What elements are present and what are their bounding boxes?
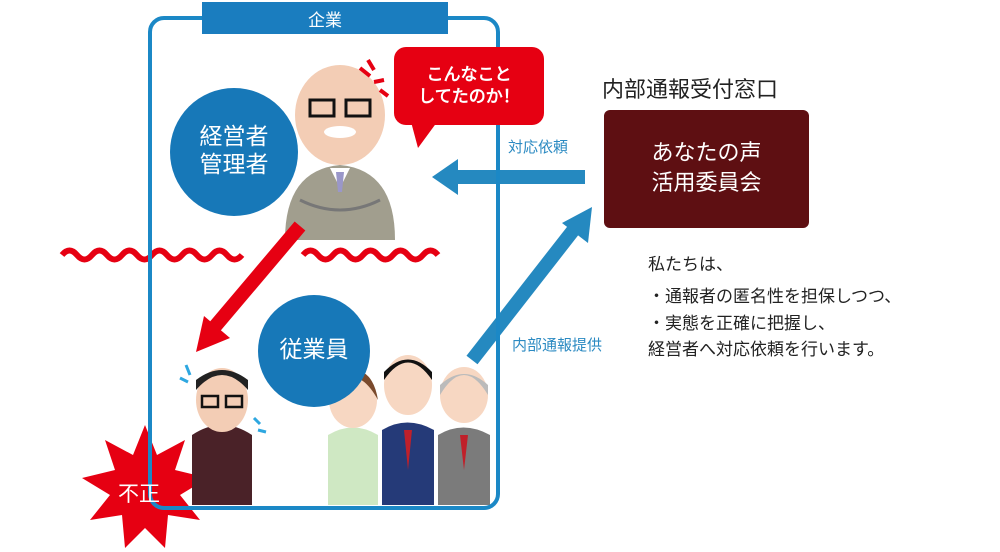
committee-box: あなたの声活用委員会 <box>604 110 809 228</box>
description-closing: 経営者へ対応依頼を行います。 <box>648 340 885 361</box>
company-label: 企業 <box>202 2 448 34</box>
speech-bubble: こんなことしてたのか！ <box>394 47 544 125</box>
employees-circle: 従業員 <box>258 295 370 407</box>
description-intro: 私たちは、 <box>648 255 733 275</box>
management-line1: 経営者 <box>199 124 269 151</box>
fraud-badge-label: 不正 <box>118 482 160 506</box>
bubble-tail <box>410 118 440 148</box>
description-bullet: ・実態を正確に把握し、 <box>648 313 835 334</box>
red-arrow-icon <box>196 221 306 352</box>
employees-illustration <box>328 355 490 505</box>
request-arrow-icon <box>432 159 585 195</box>
bubble-line2: してたのか！ <box>418 87 520 107</box>
fraud-starburst <box>82 425 208 548</box>
management-line2: 管理者 <box>199 152 269 178</box>
description-bullet: ・通報者の匿名性を担保しつつ、 <box>648 287 902 308</box>
report-arrow-label: 内部通報提供 <box>512 336 603 354</box>
committee-line1: あなたの声 <box>651 141 762 167</box>
desk-title: 内部通報受付窓口 <box>602 78 779 103</box>
wavy-divider-left <box>59 247 245 263</box>
description: 私たちは、 ・通報者の匿名性を担保しつつ、 ・実態を正確に把握し、 経営者へ対応… <box>648 252 901 363</box>
report-arrow-icon <box>466 207 592 365</box>
manager-illustration <box>285 58 395 240</box>
bubble-line1: こんなこと <box>426 64 512 85</box>
committee-line2: 活用委員会 <box>651 171 762 196</box>
request-arrow-label: 対応依頼 <box>508 138 569 156</box>
management-circle: 経営者管理者 <box>170 88 298 216</box>
wavy-divider-right <box>300 247 441 263</box>
wrongdoer-illustration <box>179 364 267 505</box>
